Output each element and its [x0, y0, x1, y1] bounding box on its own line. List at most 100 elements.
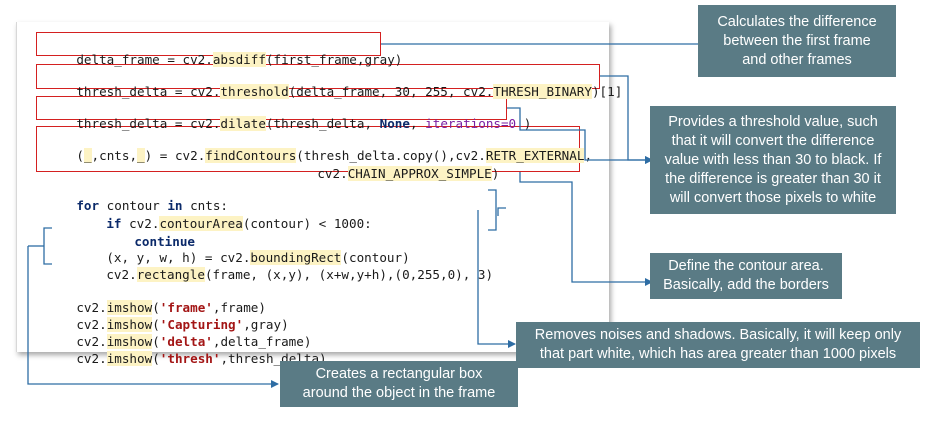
- code-token: ,gray): [243, 317, 289, 332]
- code-token: (: [152, 351, 160, 366]
- note-line: that part white, which has area greater …: [539, 346, 897, 362]
- code-line-imshow-frame: cv2.imshow('frame',frame): [46, 284, 266, 315]
- note-line: will convert those pixels to white: [669, 189, 877, 206]
- code-token: thresh_delta = cv2.: [76, 84, 221, 99]
- code-token: thresh_delta = cv2.: [76, 116, 221, 131]
- code-token: cv2.: [106, 267, 137, 282]
- note-line: value with less than 30 to black. If: [664, 151, 882, 168]
- code-token: cv2.: [121, 216, 160, 231]
- rectangle-note: Creates a rectangular box around the obj…: [280, 361, 518, 407]
- code-line-dilate: thresh_delta = cv2.dilate(thresh_delta, …: [46, 100, 531, 131]
- code-token: (contour) < 1000:: [242, 216, 372, 231]
- keyword: for: [76, 198, 100, 213]
- noise-connector: [477, 210, 516, 348]
- code-line-findcontours-cont: cv2.CHAIN_APPROX_SIMPLE): [287, 150, 499, 181]
- note-line: Calculates the difference: [717, 13, 877, 30]
- code-token: ): [491, 166, 500, 181]
- note-line: Creates a rectangular box: [315, 366, 483, 382]
- noise-bracket-left: [497, 207, 506, 216]
- code-line-for: for contour in cnts:: [46, 182, 228, 213]
- note-line: and other frames: [742, 51, 852, 68]
- code-token: cv2.: [76, 317, 107, 332]
- code-token: ,: [409, 116, 426, 131]
- function-name: threshold: [220, 84, 289, 99]
- threshold-connector: [600, 75, 653, 164]
- contours-note: Define the contour area. Basically, add …: [650, 253, 842, 299]
- code-line-imshow-thresh: cv2.imshow('thresh',thresh_delta): [46, 335, 327, 366]
- dilate-connector: [507, 107, 653, 164]
- code-token: (: [152, 334, 160, 349]
- code-token: (contour): [341, 250, 410, 265]
- code-token: (x, y, w, h) = cv2.: [106, 250, 251, 265]
- code-token: (thresh_delta.copy(),cv2.: [296, 148, 486, 163]
- contours-connector: [519, 172, 653, 286]
- code-line-imshow-delta: cv2.imshow('delta',delta_frame): [46, 318, 311, 349]
- noise-bracket: [488, 189, 497, 231]
- function-name: imshow: [106, 317, 153, 332]
- absdiff-highlight-box: [36, 32, 381, 56]
- code-line-imshow-capturing: cv2.imshow('Capturing',gray): [46, 301, 289, 332]
- code-token: delta_frame = cv2.: [76, 52, 213, 67]
- function-name: imshow: [106, 351, 153, 366]
- underscore-token: _: [137, 148, 145, 163]
- code-panel: [16, 22, 609, 352]
- code-token: ,frame): [212, 300, 266, 315]
- rectangle-bracket: [43, 227, 52, 265]
- code-token: )[1]: [591, 84, 623, 99]
- code-token: (frame, (x,y), (x+w,y+h),(0,255,0), 3): [204, 267, 494, 282]
- code-line-continue: continue: [104, 218, 195, 249]
- code-line-if: if cv2.contourArea(contour) < 1000:: [76, 200, 372, 231]
- threshold-note: Provides a threshold value, such that it…: [650, 106, 896, 214]
- function-name: boundingRect: [250, 250, 342, 265]
- code-token: (thresh_delta,: [265, 116, 380, 131]
- noise-note: Removes noises and shadows. Basically, i…: [516, 322, 920, 368]
- code-line-rectangle: cv2.rectangle(frame, (x,y), (x+w,y+h),(0…: [76, 251, 493, 282]
- code-token: cnts:: [182, 198, 229, 213]
- code-token: ): [516, 116, 532, 131]
- note-line: between the first frame: [723, 32, 871, 49]
- function-name: imshow: [106, 334, 153, 349]
- function-name: findContours: [205, 148, 297, 163]
- note-line: around the object in the frame: [302, 385, 496, 401]
- code-token: cv2.: [317, 166, 348, 181]
- code-line-findcontours: (_,cnts,_) = cv2.findContours(thresh_del…: [46, 132, 592, 163]
- code-token: (delta_frame, 30, 255, cv2.: [288, 84, 494, 99]
- keyword: continue: [134, 234, 196, 249]
- constant-name: THRESH_BINARY: [493, 84, 592, 99]
- constant-name: CHAIN_APPROX_SIMPLE: [347, 166, 492, 181]
- code-token: ,delta_frame): [212, 334, 312, 349]
- constant-name: RETR_EXTERNAL: [485, 148, 585, 163]
- code-line-absdiff: delta_frame = cv2.absdiff(first_frame,gr…: [46, 36, 402, 67]
- note-line: Provides a threshold value, such: [668, 113, 878, 130]
- function-name: contourArea: [159, 216, 243, 231]
- threshold-highlight-box: [36, 64, 600, 89]
- keyword: if: [106, 216, 122, 231]
- function-name: absdiff: [212, 52, 266, 67]
- string-literal: 'delta': [159, 334, 213, 349]
- function-name: imshow: [106, 300, 153, 315]
- note-line: Removes noises and shadows. Basically, i…: [534, 327, 902, 343]
- code-token: cv2.: [76, 334, 107, 349]
- code-token: ,: [584, 148, 593, 163]
- function-name: rectangle: [136, 267, 205, 282]
- string-literal: 'frame': [159, 300, 213, 315]
- absdiff-note: Calculates the difference between the fi…: [698, 5, 896, 77]
- keyword: None: [379, 116, 410, 131]
- code-token: contour: [99, 198, 168, 213]
- keyword: in: [167, 198, 183, 213]
- code-line-boundingrect: (x, y, w, h) = cv2.boundingRect(contour): [76, 234, 410, 265]
- underscore-token: _: [83, 148, 92, 163]
- note-line: that it will convert the difference: [671, 132, 875, 149]
- code-token: cv2.: [76, 300, 107, 315]
- code-token: (: [76, 148, 84, 163]
- keyword-argument: iterations=0: [425, 116, 517, 131]
- code-token: ,cnts,: [91, 148, 138, 163]
- string-literal: 'thresh': [159, 351, 221, 366]
- note-line: the difference is greater than 30 it: [665, 170, 881, 187]
- code-token: (first_frame,gray): [265, 52, 403, 67]
- code-token: cv2.: [76, 351, 107, 366]
- code-token: ) = cv2.: [144, 148, 206, 163]
- function-name: dilate: [220, 116, 266, 131]
